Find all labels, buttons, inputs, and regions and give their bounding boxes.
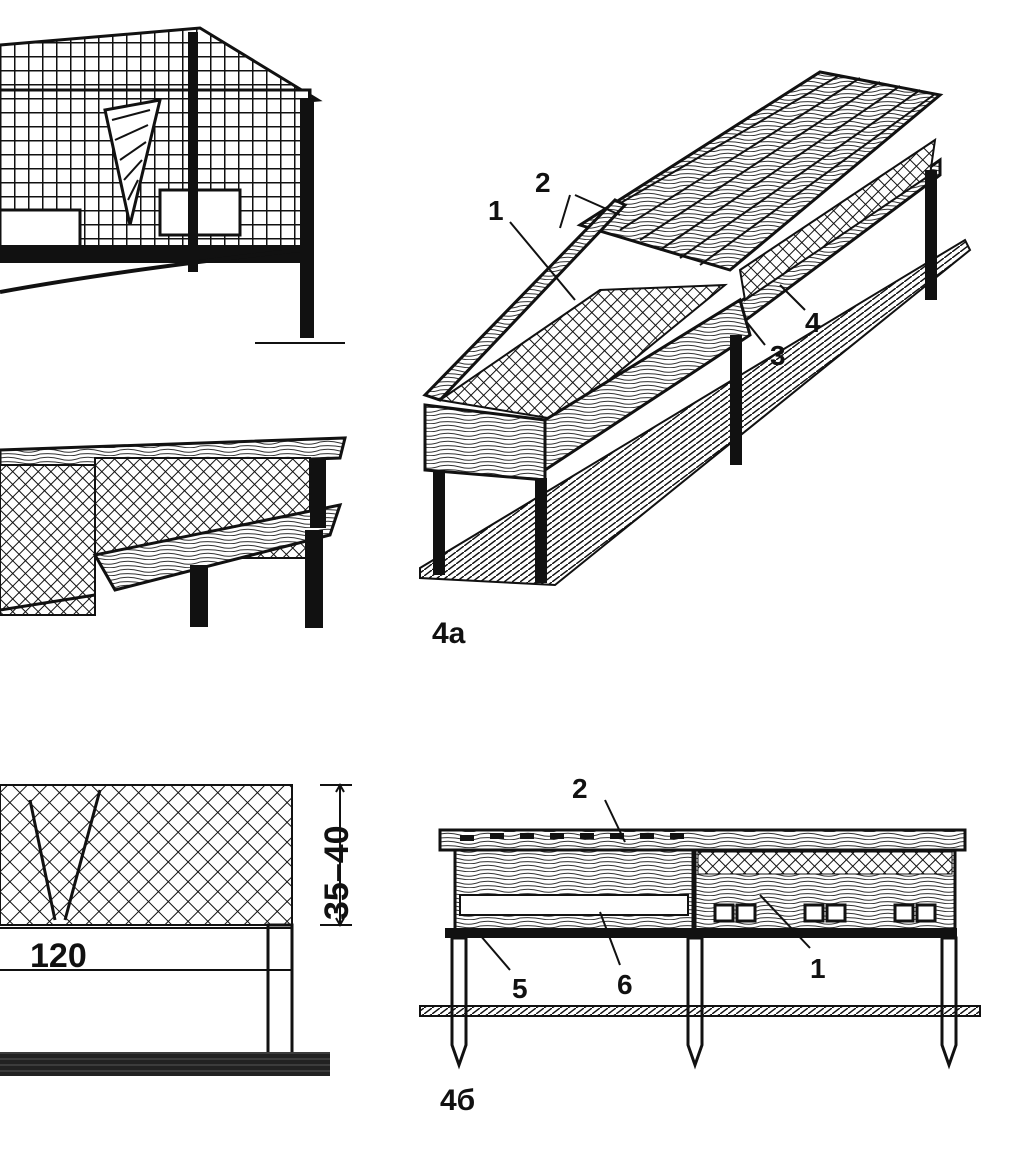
fig4a-label: 4а [432,617,466,650]
box-trough [92,503,343,592]
fig4b-callout-1: 1 [810,953,826,984]
fig4b-ground [419,1005,981,1017]
fig4b-leg-left [450,936,468,1070]
cage-divider-panel [103,98,162,226]
figure-4a-drawing: 1 2 3 4 4а [419,70,972,650]
mesh-box-drawing [0,436,347,628]
section-mesh [0,784,293,926]
fig4b-mesh-strip [697,851,953,875]
box-side-post [310,458,326,528]
fig4a-callout-3: 3 [770,340,786,371]
fig4b-leg-middle [686,936,704,1070]
fig4b-callout-6: 6 [617,969,633,1000]
fig4b-left-compartment [453,848,695,932]
fig4a-ground [419,238,972,587]
figure-4b-drawing: 2 1 5 6 4б [419,773,981,1117]
fig4a-side-trough [543,297,752,473]
fig4a-callout-4: 4 [805,307,821,338]
wire-cage-drawing [0,26,345,344]
height-dimension-label: 35–40 [318,825,356,920]
section-ground [0,1052,330,1076]
fig4a-callout-1: 1 [488,195,504,226]
width-dimension-label: 120 [30,937,87,975]
fig4b-windows [713,903,937,923]
cage-post-right [300,98,314,338]
fig4b-callout-2: 2 [572,773,588,804]
cage-feeder-left [0,208,82,252]
fig4a-leg-3 [730,335,742,465]
cage-feeder-right [158,188,242,237]
fig4b-base-rail [445,928,957,938]
fig4b-label: 4б [440,1084,475,1117]
fig4a-leg-2 [535,478,547,583]
fig4b-top-rail [438,828,967,852]
dimensioned-section-drawing: 35–40 120 [0,782,356,1076]
fig4a-callout-2: 2 [535,167,551,198]
cage-post-middle [188,32,198,272]
fig4a-end-box [423,403,547,482]
height-dimension-line [320,784,352,926]
fig4b-callout-5: 5 [512,973,528,1004]
box-leg-front [190,565,208,627]
fig4a-open-lid [422,198,628,402]
box-leg-back [305,530,323,628]
fig4a-leg-4 [925,170,937,300]
box-mesh-left [0,464,96,616]
box-lid [0,436,347,472]
fig4a-mesh-interior [437,283,728,422]
fig4a-leg-1 [433,470,445,575]
fig4b-leg-right [940,936,958,1070]
fig4a-roof [576,70,944,272]
